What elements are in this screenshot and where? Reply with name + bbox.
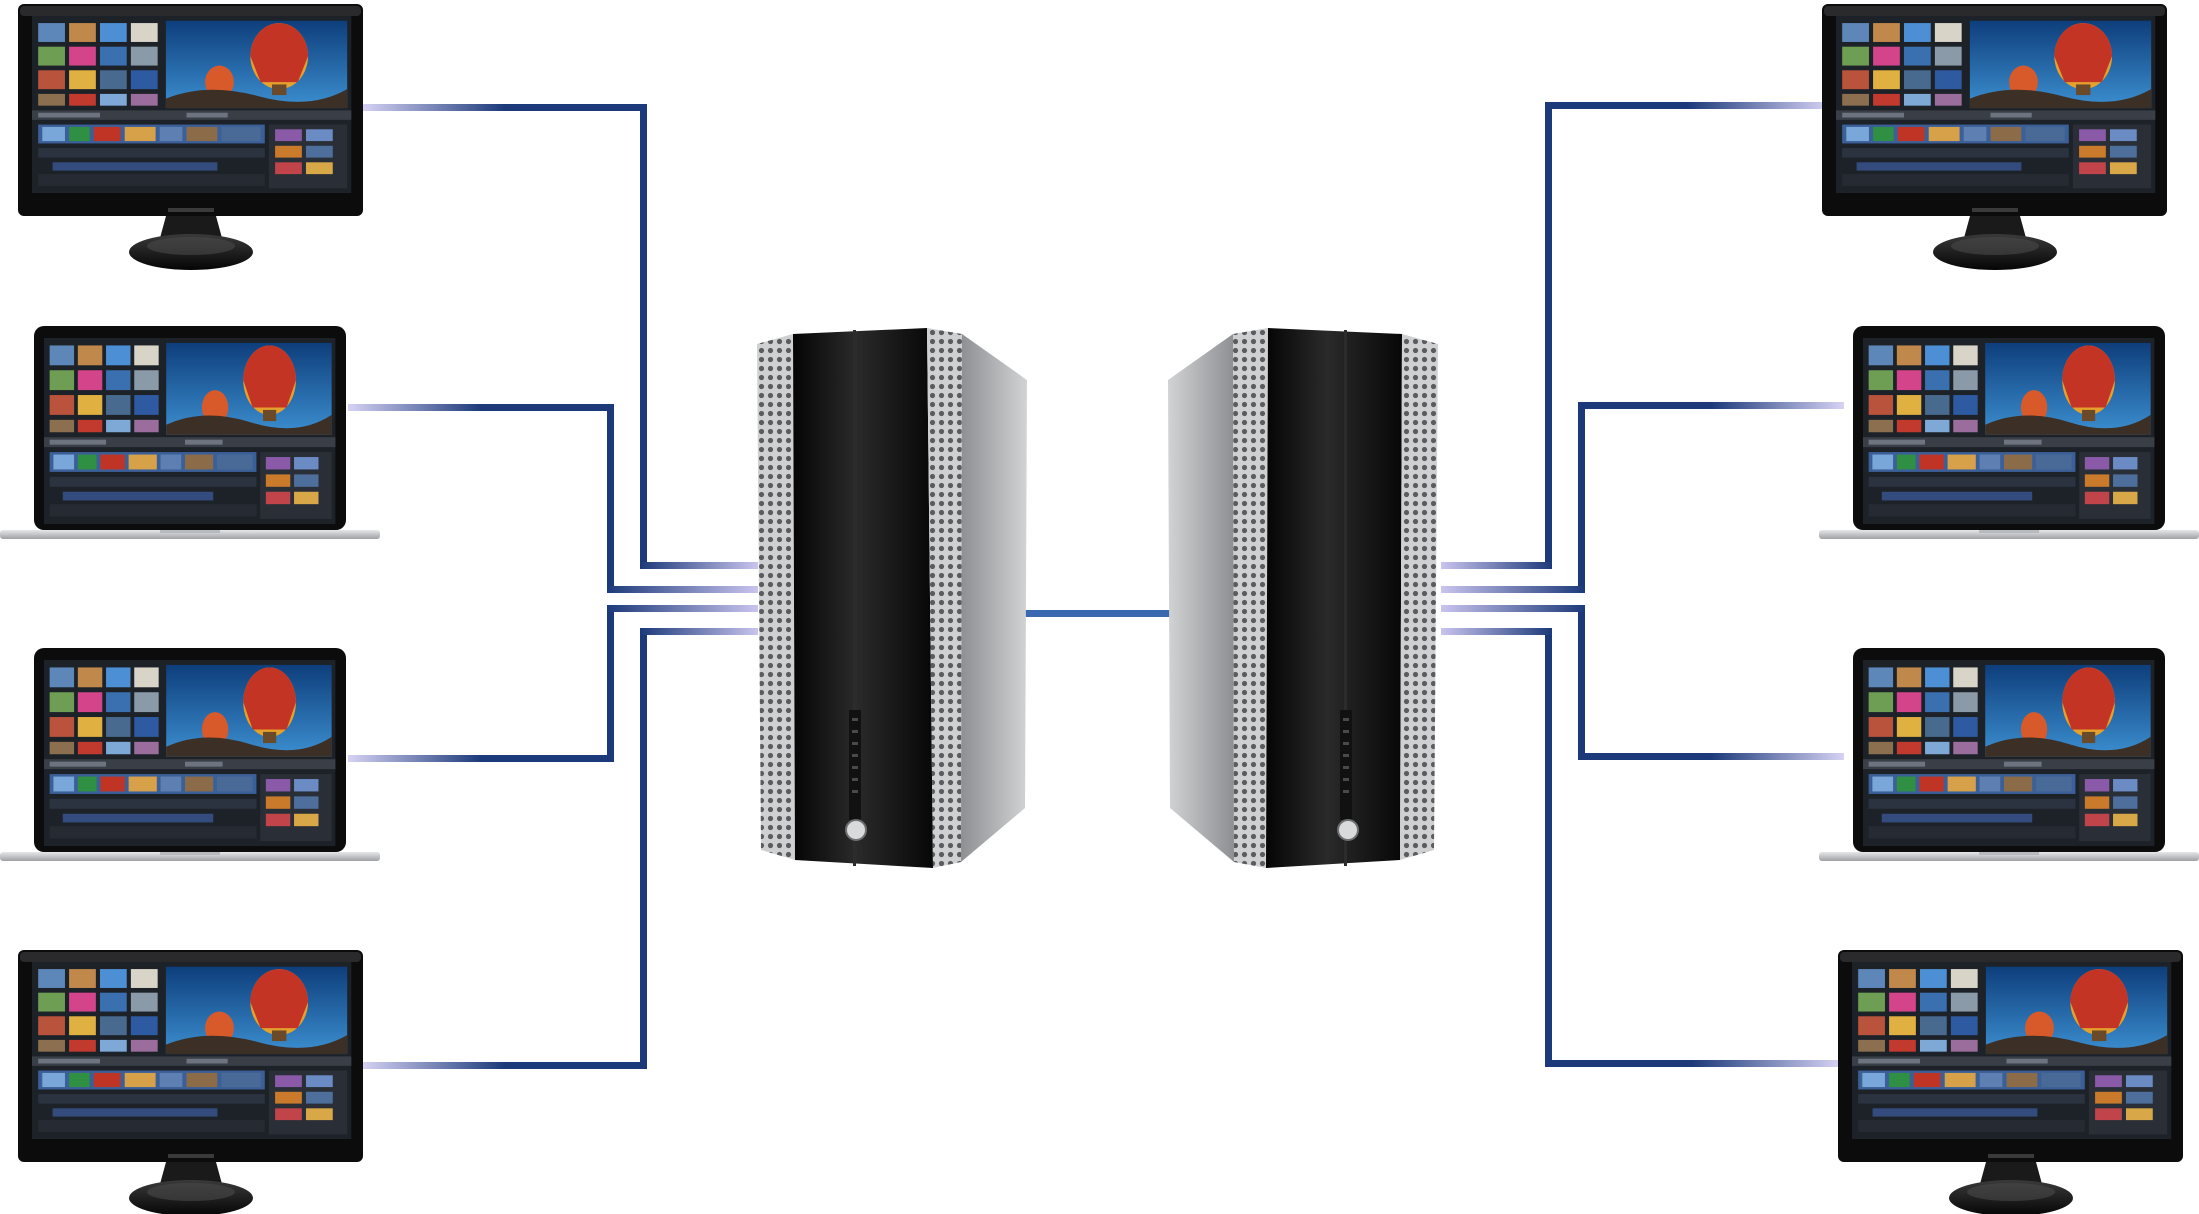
cable-left-4-stub [640, 628, 758, 635]
cable-left-2-run [348, 404, 614, 411]
storage-server-left [756, 327, 1028, 869]
client-desktop-left-4 [18, 950, 363, 1214]
client-laptop-left-3 [0, 648, 380, 861]
cable-right-2-stub [1441, 586, 1585, 593]
cable-right-4-run [1545, 1060, 1840, 1067]
cable-right-4-stub [1441, 628, 1552, 635]
client-desktop-right-1 [1822, 4, 2167, 270]
client-laptop-right-3 [1819, 648, 2199, 861]
cable-right-3-stub [1441, 605, 1585, 612]
client-desktop-left-1 [18, 4, 363, 270]
cable-server-link [1025, 610, 1175, 617]
cable-left-2-stub [607, 586, 758, 593]
cable-left-1-stub [640, 562, 758, 569]
cable-right-1-stub [1441, 562, 1552, 569]
cable-right-2-run [1578, 402, 1844, 409]
client-laptop-right-2 [1819, 326, 2199, 539]
client-laptop-left-2 [0, 326, 380, 539]
cable-left-3-stub [607, 605, 758, 612]
client-desktop-right-4 [1838, 950, 2183, 1214]
cable-left-3-run [348, 755, 614, 762]
cable-left-1-run [362, 104, 647, 111]
cable-left-4-run [362, 1062, 647, 1069]
cable-right-3-run [1578, 753, 1844, 760]
cable-right-1-run [1545, 102, 1830, 109]
network-cables [348, 102, 1844, 1069]
storage-server-right [1167, 327, 1439, 869]
